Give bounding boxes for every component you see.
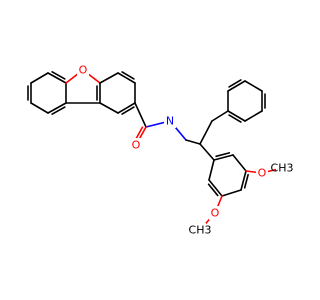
bond-ch2a-ch — [185, 139, 201, 145]
bond-layer — [27, 69, 283, 231]
bond-p2-p3 — [227, 80, 246, 92]
bond-a6-a1 — [30, 72, 49, 84]
bond-b5-b6 — [99, 102, 119, 114]
methoxy-oxygen-label: O — [258, 167, 267, 180]
double-bond-a3-a4 — [51, 106, 66, 115]
bond-ch-ch2b — [199, 120, 213, 145]
bond-a3-a4 — [47, 102, 67, 114]
bond-d3-d4 — [240, 170, 247, 191]
double-bond-d1-d2 — [215, 152, 231, 158]
bond-b4-b5 — [117, 102, 136, 114]
bond-d4-d5 — [221, 189, 242, 197]
bond-p6-p1 — [227, 110, 246, 122]
double-bond-b2-b3 — [121, 71, 135, 80]
furan-oxygen-label-bg — [77, 63, 89, 77]
methyl-group-label-bg — [276, 161, 288, 175]
methyl-group-label-bg — [194, 223, 206, 237]
double-bond-b4-b5 — [121, 106, 135, 115]
bond-d1-d2 — [213, 154, 234, 161]
bond-a2-a3 — [30, 102, 49, 114]
bond-b2-b3 — [117, 72, 136, 84]
bond-p5-p6 — [244, 110, 263, 122]
methoxy-oxygen-label-bg — [209, 206, 221, 220]
double-bond-p6-p1 — [228, 114, 242, 123]
double-bond-a5-a6 — [51, 71, 66, 80]
methoxy-oxygen-label-bg — [256, 166, 268, 180]
bond-d5-d6 — [208, 179, 223, 197]
bond-d2-d3 — [232, 154, 247, 172]
amide-nitrogen-label-bg — [164, 114, 176, 128]
bond-ch-d1 — [199, 143, 215, 161]
methoxy-oxygen-label: O — [211, 207, 220, 220]
double-bond-p2-p3 — [228, 79, 242, 88]
bond-b4-c1 — [134, 102, 147, 128]
methyl-group-label: CH3 — [271, 162, 294, 175]
double-bond-d5-d6 — [207, 183, 219, 197]
bond-ch2b-p1 — [211, 110, 229, 122]
amide-oxygen-label-bg — [130, 138, 142, 152]
furan-oxygen-label: O — [79, 64, 88, 77]
methyl-group-label: CH3 — [189, 224, 212, 237]
amide-nitrogen-label: N — [166, 115, 174, 128]
bond-a5-a6 — [47, 72, 67, 84]
double-bond-d3-d4 — [243, 173, 249, 189]
bond-b1-b2 — [99, 72, 119, 84]
bond-d6-d1 — [208, 159, 215, 181]
amide-oxygen-label: O — [132, 139, 141, 152]
bond-p3-p4 — [244, 80, 263, 92]
